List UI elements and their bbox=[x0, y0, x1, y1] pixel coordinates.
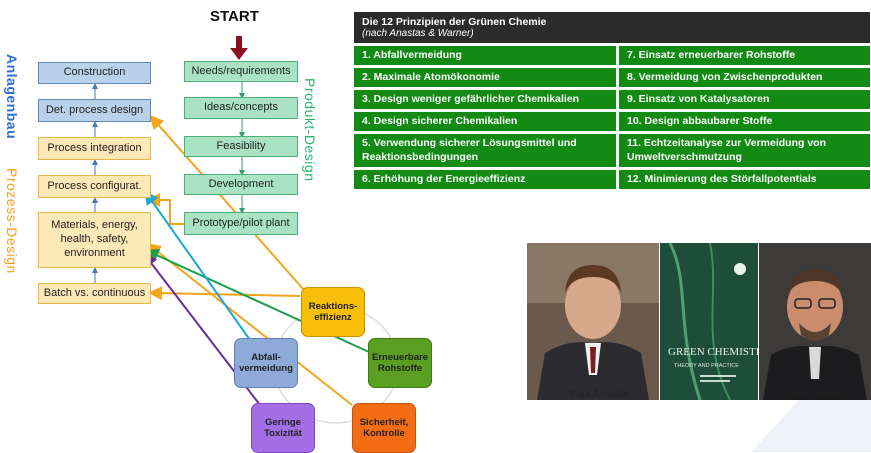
process-box-det-design: Det. process design bbox=[38, 99, 151, 122]
principle-item: 9. Einsatz von Katalysatoren bbox=[619, 90, 870, 109]
product-box-needs: Needs/requirements bbox=[184, 61, 298, 82]
start-label: START bbox=[210, 8, 259, 25]
process-box-configuration: Process configurat. bbox=[38, 175, 151, 198]
principle-item: 1. Abfallvermeidung bbox=[354, 46, 616, 65]
principle-item: 5. Verwendung sicherer Lösungsmittel und… bbox=[354, 134, 616, 167]
principles-title: Die 12 Prinzipien der Grünen Chemie bbox=[362, 16, 547, 28]
prozess-design-label: Prozess-Design bbox=[4, 168, 20, 274]
caption-left: Paul Anastas bbox=[570, 389, 629, 400]
product-box-prototype: Prototype/pilot plant bbox=[184, 212, 298, 235]
book-subtitle: THEORY AND PRACTICE bbox=[674, 363, 739, 369]
process-box-integration: Process integration bbox=[38, 137, 151, 160]
principle-item: 4. Design sicherer Chemikalien bbox=[354, 112, 616, 131]
caption-right: John Warner bbox=[790, 389, 847, 400]
book-title: GREEN CHEMISTRY bbox=[668, 346, 758, 358]
circle-erneuerbare-rohstoffe: Erneuerbare Rohstoffe bbox=[368, 338, 432, 388]
principle-item: 3. Design weniger gefährlicher Chemikali… bbox=[354, 90, 616, 109]
product-box-development: Development bbox=[184, 174, 298, 195]
principles-table: Die 12 Prinzipien der Grünen Chemie (nac… bbox=[354, 12, 870, 189]
book-cover: GREEN CHEMISTRY THEORY AND PRACTICE bbox=[660, 243, 758, 400]
product-box-feasibility: Feasibility bbox=[184, 136, 298, 157]
circle-geringe-toxizitaet: Geringe Toxizität bbox=[251, 403, 315, 453]
produkt-design-label: Produkt-Design bbox=[302, 78, 318, 182]
principle-item: 8. Vermeidung von Zwischenprodukten bbox=[619, 68, 870, 87]
principles-header: Die 12 Prinzipien der Grünen Chemie (nac… bbox=[354, 12, 870, 43]
principle-item: 11. Echtzeitanalyse zur Vermeidung von U… bbox=[619, 134, 870, 167]
portrait-paul-anastas bbox=[527, 243, 659, 400]
principles-subtitle: (nach Anastas & Warner) bbox=[362, 28, 474, 39]
principle-item: 7. Einsatz erneuerbarer Rohstoffe bbox=[619, 46, 870, 65]
circle-sicherheit-kontrolle: Sicherheit, Kontrolle bbox=[352, 403, 416, 453]
principle-item: 2. Maximale Atomökonomie bbox=[354, 68, 616, 87]
product-box-ideas: Ideas/concepts bbox=[184, 97, 298, 119]
portrait-john-warner bbox=[759, 243, 871, 400]
process-box-construction: Construction bbox=[38, 62, 151, 84]
principle-item: 12. Minimierung des Störfallpotentials bbox=[619, 170, 870, 189]
principle-item: 6. Erhöhung der Energieeffizienz bbox=[354, 170, 616, 189]
principle-item: 10. Design abbaubarer Stoffe bbox=[619, 112, 870, 131]
process-box-materials: Materials, energy, health, safety, envir… bbox=[38, 212, 151, 268]
anlagenbau-label: Anlagenbau bbox=[4, 54, 20, 140]
circle-reaktionseffizienz: Reaktions-effizienz bbox=[301, 287, 365, 337]
circle-abfallvermeidung: Abfall-vermeidung bbox=[234, 338, 298, 388]
process-box-batch: Batch vs. continuous bbox=[38, 283, 151, 304]
